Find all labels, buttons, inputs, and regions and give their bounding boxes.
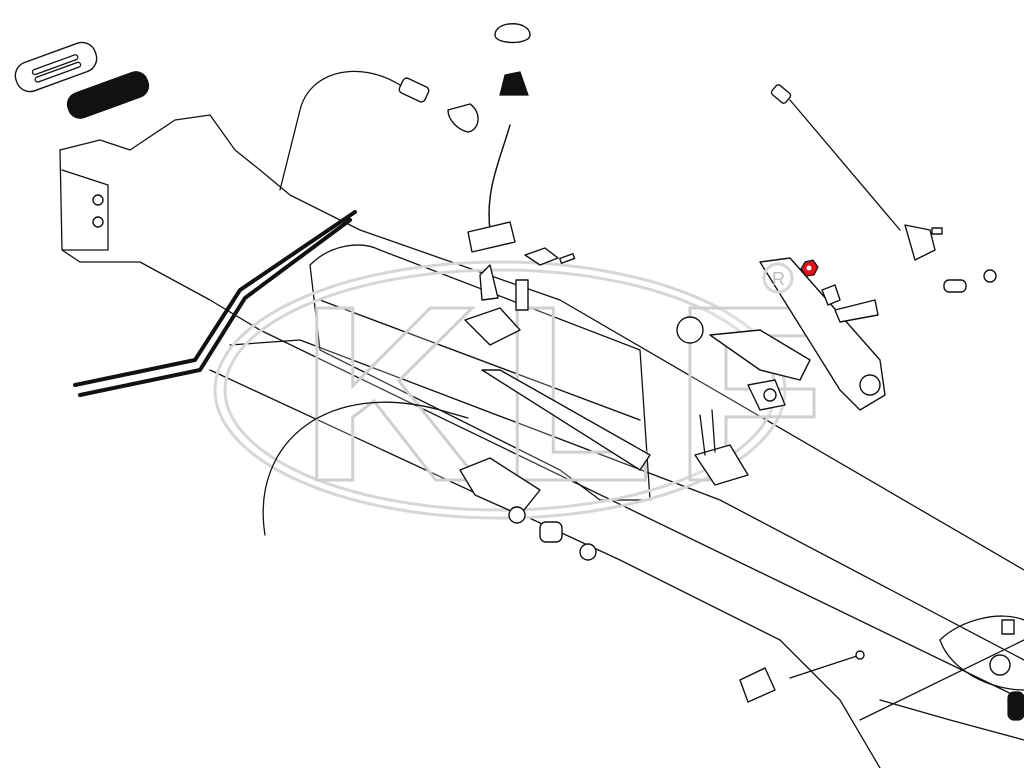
shift-rod — [481, 369, 651, 471]
terminal-block — [739, 667, 776, 703]
knob — [447, 103, 479, 133]
shift-boot — [499, 71, 529, 96]
cable — [279, 70, 421, 191]
chassis-frame — [59, 114, 1024, 768]
fuel-line — [73, 210, 357, 387]
handbrake-lever — [759, 257, 886, 411]
shift-knob-cap — [494, 23, 531, 44]
rubber-gasket — [66, 71, 150, 119]
watermark-logo: KLF — [213, 253, 846, 535]
watermark-registered-mark: R — [762, 262, 794, 294]
mounting-bracket — [459, 457, 541, 516]
shift-lever — [488, 124, 511, 231]
cover-plate — [14, 41, 98, 93]
brake-cable — [262, 401, 469, 536]
watermark-registered-text: R — [772, 269, 785, 289]
watermark-text: KLF — [300, 254, 846, 533]
handbrake-cable — [789, 99, 901, 231]
